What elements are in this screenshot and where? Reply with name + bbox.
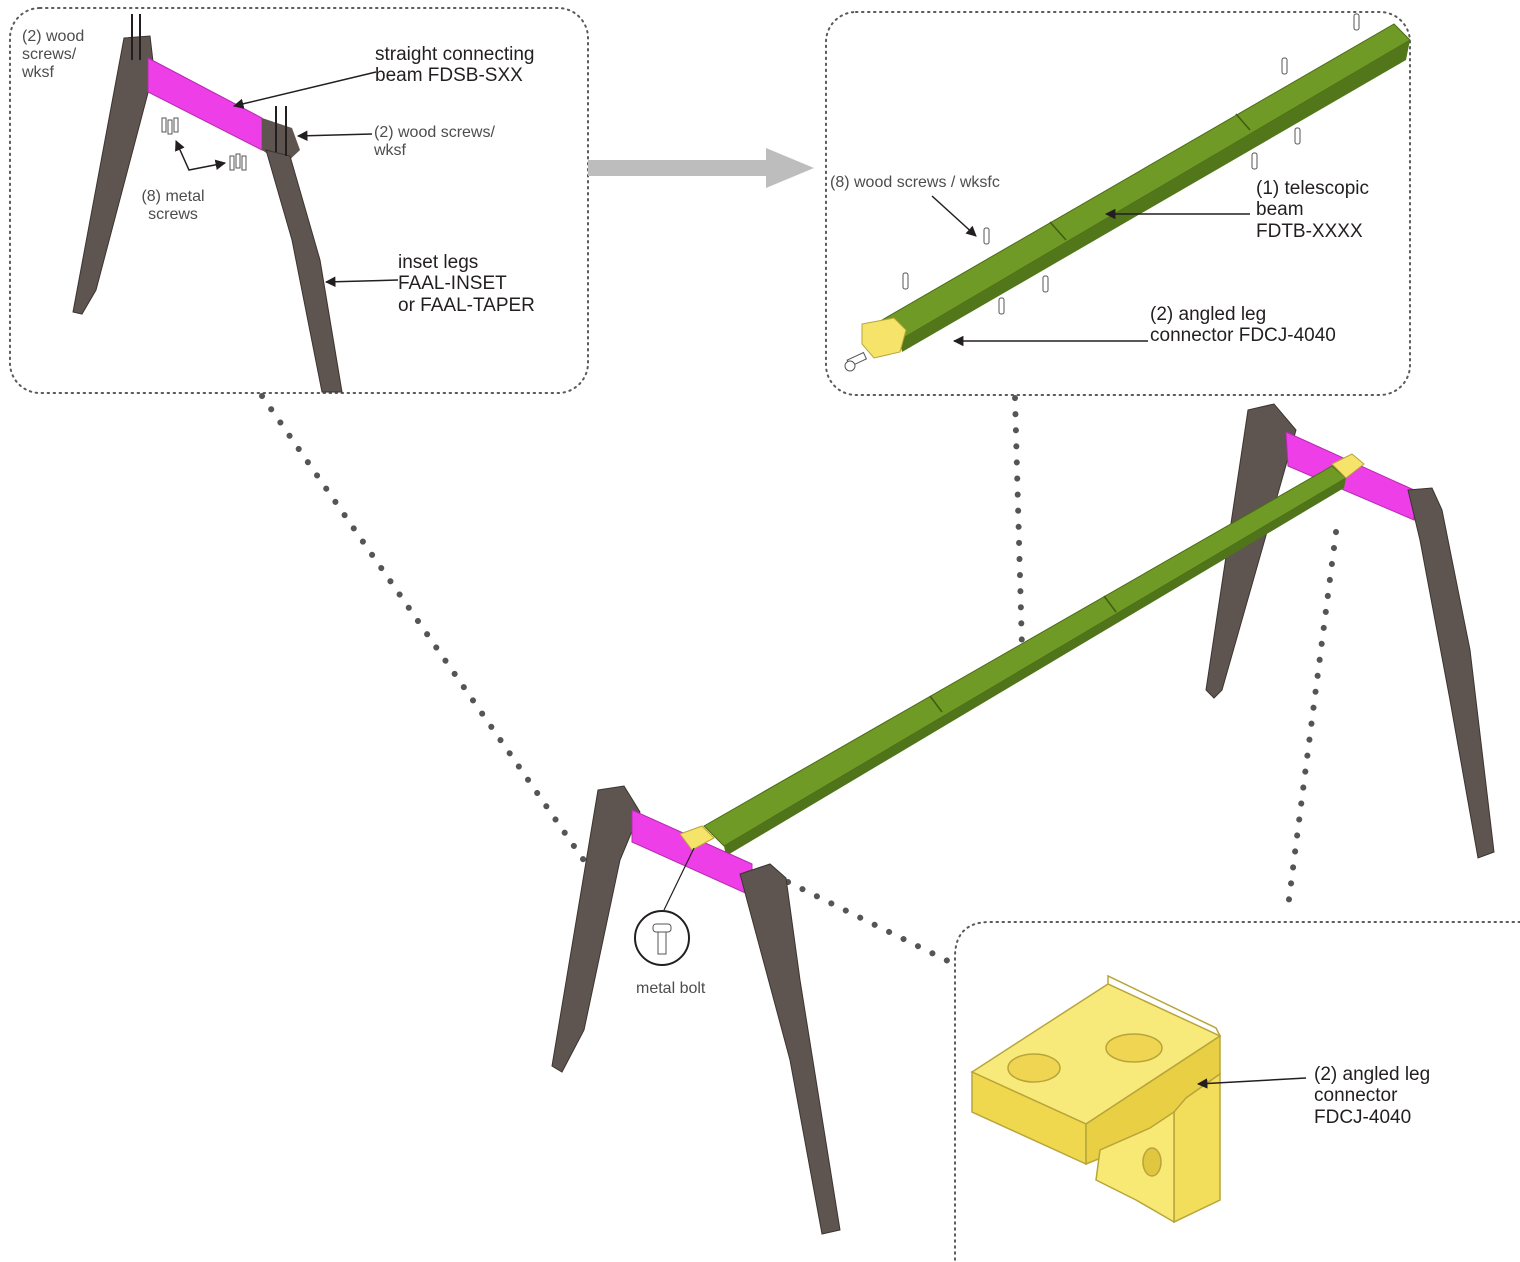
label-wood-screws-left: (2) wood screws/ wksf bbox=[22, 28, 85, 81]
callout-box-connector-detail bbox=[954, 921, 1520, 1262]
rear-leg-right bbox=[1407, 487, 1495, 859]
rear-leg-left bbox=[1205, 403, 1297, 699]
callout-box-telescopic-beam bbox=[825, 11, 1411, 396]
label-angled-leg-connector-top: (2) angled leg connector FDCJ-4040 bbox=[1150, 304, 1336, 347]
bolt-icon bbox=[844, 351, 868, 372]
rear-leg-connector bbox=[1331, 453, 1365, 479]
dotted-leader-lines bbox=[259, 393, 1339, 965]
gray-arrow-icon bbox=[588, 148, 814, 188]
metal-screws-icon bbox=[161, 117, 247, 171]
label-inset-legs: inset legs FAAL-INSET or FAAL-TAPER bbox=[398, 252, 535, 316]
rear-straight-beam bbox=[1285, 431, 1415, 521]
label-metal-bolt: metal bolt bbox=[636, 980, 706, 997]
label-wood-screws-right: (2) wood screws/ wksf bbox=[374, 124, 495, 159]
metal-bolt-icon bbox=[652, 923, 672, 955]
wood-screws-icon bbox=[902, 13, 1360, 315]
callout-box-straight-beam bbox=[9, 7, 589, 394]
front-leg-right bbox=[739, 863, 841, 1235]
connector-detail bbox=[970, 974, 1307, 1224]
label-angled-leg-connector-detail: (2) angled leg connector FDCJ-4040 bbox=[1314, 1064, 1431, 1128]
label-straight-beam: straight connecting beam FDSB-SXX bbox=[375, 44, 535, 87]
telescopic-beam bbox=[703, 465, 1347, 847]
top-left-assembly bbox=[72, 14, 399, 393]
front-leg-left bbox=[551, 785, 641, 1073]
front-leg-connector bbox=[679, 825, 715, 851]
label-telescopic-beam: (1) telescopic beam FDTB-XXXX bbox=[1256, 178, 1369, 242]
main-assembly bbox=[551, 403, 1495, 1235]
label-wood-screws-telescopic: (8) wood screws / wksfc bbox=[830, 174, 1000, 191]
top-right-assembly bbox=[844, 13, 1411, 372]
label-metal-screws: (8) metal screws bbox=[141, 188, 205, 223]
